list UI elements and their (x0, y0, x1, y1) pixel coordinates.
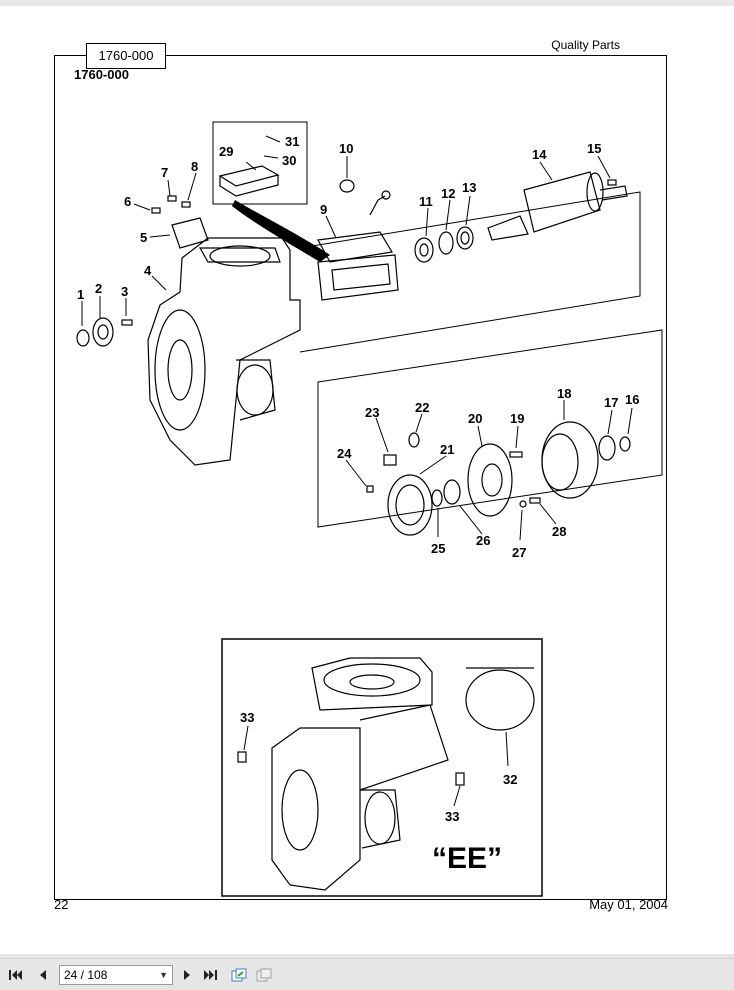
callout-32: 32 (503, 772, 517, 787)
callout-8: 8 (191, 159, 198, 174)
viewer-toolbar: 24 / 108 ▼ (0, 958, 734, 990)
callout-23: 23 (365, 405, 379, 420)
callout-25: 25 (431, 541, 445, 556)
callout-4: 4 (144, 263, 152, 278)
callout-16: 16 (625, 392, 639, 407)
first-page-icon[interactable] (6, 965, 26, 985)
callout-13: 13 (462, 180, 476, 195)
page-indicator: 24 / 108 (64, 968, 108, 982)
part-number: 1760-000 (74, 67, 129, 82)
callout-21: 21 (440, 442, 454, 457)
callout-11: 11 (419, 194, 433, 209)
prev-page-icon[interactable] (33, 965, 53, 985)
publish-date: May 01, 2004 (589, 897, 668, 912)
callout-24: 24 (337, 446, 352, 461)
callout-17: 17 (604, 395, 618, 410)
callout-30: 30 (282, 153, 296, 168)
document-page (0, 6, 734, 954)
chevron-down-icon: ▼ (159, 970, 168, 980)
callout-15: 15 (587, 141, 601, 156)
viewer-top-strip (0, 0, 734, 6)
callout-26: 26 (476, 533, 490, 548)
page-number: 22 (54, 897, 69, 912)
callout-22: 22 (415, 400, 429, 415)
callout-6: 6 (124, 194, 131, 209)
callout-10: 10 (339, 141, 353, 156)
callout-3: 3 (121, 284, 128, 299)
callout-2: 2 (95, 281, 102, 296)
callout-5: 5 (140, 230, 147, 245)
callout-1: 1 (77, 287, 84, 302)
page-selector[interactable]: 24 / 108 ▼ (59, 965, 173, 985)
callout-18: 18 (557, 386, 571, 401)
callout-14: 14 (532, 147, 547, 162)
page-frame (54, 55, 667, 900)
single-page-icon[interactable] (254, 965, 274, 985)
callout-29: 29 (219, 144, 233, 159)
callout-33-right: 33 (445, 809, 459, 824)
callout-20: 20 (468, 411, 482, 426)
last-page-icon[interactable] (200, 965, 220, 985)
callout-28: 28 (552, 524, 566, 539)
fit-page-icon[interactable] (229, 965, 249, 985)
callout-27: 27 (512, 545, 526, 560)
inset-label: “EE” (432, 842, 503, 875)
callout-19: 19 (510, 411, 524, 426)
callout-33-left: 33 (240, 710, 254, 725)
callout-9: 9 (320, 202, 327, 217)
callout-12: 12 (441, 186, 455, 201)
callout-7: 7 (161, 165, 168, 180)
callout-31: 31 (285, 134, 299, 149)
next-page-icon[interactable] (177, 965, 197, 985)
header-tab: 1760-000 (86, 43, 166, 69)
brand-label: Quality Parts (551, 38, 620, 52)
